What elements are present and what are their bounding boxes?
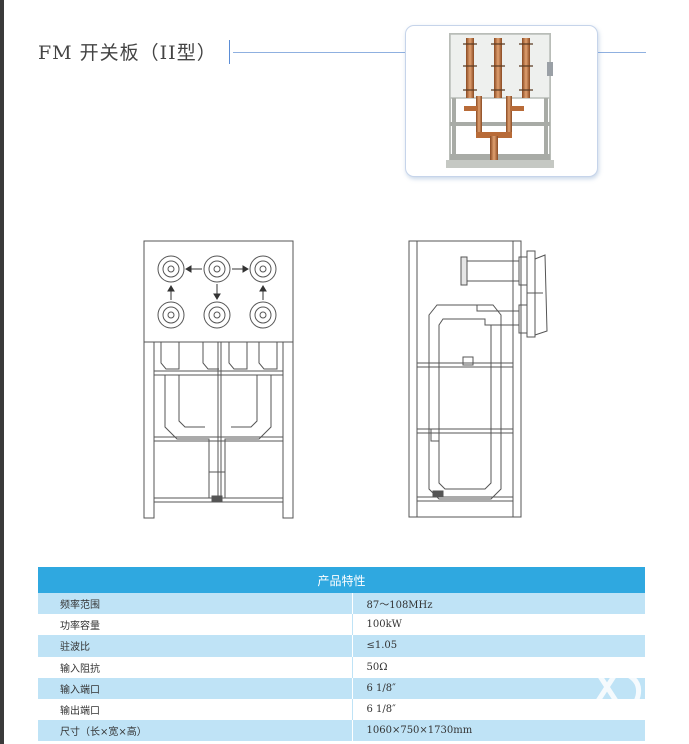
spec-label: 驻波比	[60, 642, 90, 654]
spec-value: 100kW	[351, 614, 645, 636]
spec-value: 50Ω	[351, 656, 645, 678]
spec-value: 87～108MHz	[351, 593, 645, 615]
product-photo	[405, 25, 598, 177]
spec-label: 频率范围	[60, 600, 100, 612]
title-rule	[233, 52, 405, 53]
table-row: 输出端口 6 1/8″	[38, 698, 645, 721]
spec-table-header-row: 产品特性	[38, 567, 645, 593]
title-rule-right	[598, 52, 646, 53]
table-row: 尺寸（长×宽×高） 1060×750×1730mm	[38, 720, 645, 742]
spec-label: 功率容量	[60, 621, 100, 633]
spec-value: 6 1/8″	[351, 677, 645, 699]
spec-label: 输入阻抗	[60, 663, 100, 675]
table-row: 输入端口 6 1/8″	[38, 677, 645, 699]
port-circles	[157, 255, 277, 329]
page-edge-bar	[0, 0, 4, 744]
table-row: 驻波比 ≤1.05	[38, 635, 645, 657]
table-row: 输入阻抗 50Ω	[38, 656, 645, 678]
watermark-logo-icon	[593, 667, 642, 713]
spec-table: 产品特性 频率范围 87～108MHz 功率容量 100kW 驻波比 ≤1.05…	[38, 567, 645, 742]
table-row: 功率容量 100kW	[38, 614, 645, 636]
title-divider	[229, 40, 230, 64]
front-view-drawing	[143, 240, 294, 519]
side-view-drawing	[408, 240, 548, 518]
spec-value: 1060×750×1730mm	[351, 720, 645, 742]
spec-label: 输入端口	[60, 684, 100, 696]
spec-value: 6 1/8″	[351, 698, 645, 721]
spec-label: 尺寸（长×宽×高）	[60, 727, 147, 739]
spec-label: 输出端口	[60, 706, 100, 718]
page-title: FM 开关板（II型）	[38, 42, 217, 64]
spec-table-header: 产品特性	[38, 567, 645, 593]
table-row: 频率范围 87～108MHz	[38, 593, 645, 615]
spec-value: ≤1.05	[351, 635, 645, 657]
